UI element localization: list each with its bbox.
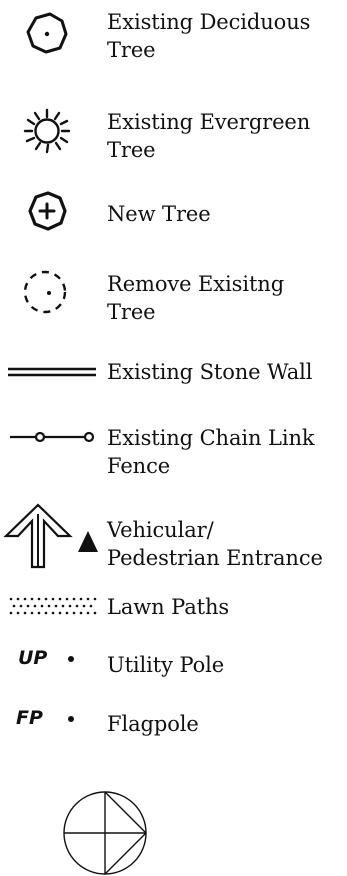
- circle-with-dot-icon: [26, 12, 68, 54]
- circle-with-plus-icon: [28, 191, 67, 231]
- legend-label-line2: Tree: [107, 138, 156, 162]
- legend-label-line1: Existing Stone Wall: [107, 360, 313, 384]
- legend-label-line1: Existing Evergreen: [107, 110, 311, 134]
- dotted-pattern-icon: [9, 597, 97, 615]
- up-text-dot-icon: UP: [18, 647, 74, 669]
- legend-label-line1: Utility Pole: [107, 653, 225, 677]
- flagpole-symbol-text: FP: [16, 707, 43, 729]
- legend-label-line2: Fence: [107, 454, 171, 478]
- north-compass-icon: [63, 791, 147, 875]
- utility-pole-symbol-text: UP: [18, 647, 47, 669]
- dashed-circle-with-dot-icon: [23, 270, 67, 314]
- legend-label-line1: Flagpole: [107, 712, 199, 736]
- spiky-circle-icon: [23, 108, 71, 154]
- legend-label-line1: Existing Chain Link: [107, 426, 315, 450]
- legend-label-line1: Vehicular/: [107, 518, 214, 542]
- legend-label-line2: Tree: [107, 38, 156, 62]
- legend-label-line1: New Tree: [107, 202, 211, 226]
- fp-text-dot-icon: FP: [16, 707, 74, 729]
- legend-label-line1: Existing Deciduous: [107, 10, 311, 34]
- legend-label-line1: Lawn Paths: [107, 595, 230, 619]
- up-arrow-and-triangle-icon: [3, 503, 98, 569]
- line-with-circles-icon: [10, 431, 95, 443]
- double-line-icon: [8, 367, 96, 377]
- legend-label-line1: Remove Exisitng: [107, 272, 285, 296]
- legend-label-line2: Pedestrian Entrance: [107, 546, 323, 570]
- legend-label-line2: Tree: [107, 300, 156, 324]
